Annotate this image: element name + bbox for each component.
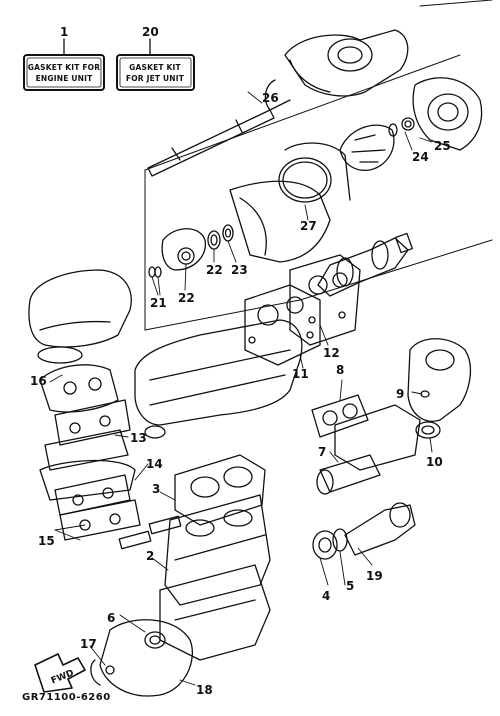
kit-engine-unit: 1 GASKET KIT FOR ENGINE UNIT [23, 25, 105, 91]
callout-21: 21 [150, 296, 167, 310]
callout-10: 10 [426, 455, 443, 469]
callout-17: 17 [80, 637, 97, 651]
crankcase [159, 564, 271, 661]
callout-numbers: 26 24 25 27 22 23 22 21 11 12 8 9 10 7 1… [30, 91, 451, 697]
callout-24: 24 [412, 150, 429, 164]
callout-23: 23 [231, 263, 248, 277]
callout-11: 11 [292, 367, 309, 381]
crankshaft [317, 232, 414, 297]
exhaust-pipe [316, 404, 421, 495]
callout-12: 12 [323, 346, 340, 360]
output-shaft-seals [312, 502, 416, 560]
callout-26: 26 [262, 91, 279, 105]
exhaust-elbow-right [407, 338, 472, 439]
exhaust-chamber [134, 319, 303, 439]
exhaust-elbow [28, 269, 132, 364]
forward-badge-text: FWD [50, 668, 76, 686]
intake-duct [229, 142, 351, 263]
jet-unit-boundary [144, 0, 493, 331]
forward-direction-arrow-icon: FWD [34, 653, 86, 693]
kit-engine-unit-line-1: GASKET KIT FOR [28, 63, 100, 72]
callout-19: 19 [366, 569, 383, 583]
callout-14: 14 [146, 457, 163, 471]
callout-16: 16 [30, 374, 47, 388]
callout-7: 7 [318, 445, 326, 459]
drive-shaft [147, 109, 275, 177]
callout-25: 25 [434, 139, 451, 153]
kit-jet-unit-line-1: GASKET KIT [129, 63, 181, 72]
intake-manifold-stack [39, 364, 141, 541]
kit-jet-unit-line-2: FOR JET UNIT [126, 74, 185, 83]
callout-13: 13 [130, 431, 147, 445]
reed-valves [118, 515, 182, 550]
jet-pump-housing [264, 29, 409, 111]
kit-jet-unit: 20 GASKET KIT FOR JET UNIT [116, 25, 195, 91]
callout-15: 15 [38, 534, 55, 548]
callout-8: 8 [336, 363, 344, 377]
callout-2: 2 [146, 549, 154, 563]
head-gasket [311, 394, 369, 438]
callout-4: 4 [322, 589, 330, 603]
callout-9: 9 [396, 387, 404, 401]
callout-5: 5 [346, 579, 354, 593]
callout-22a: 22 [206, 263, 223, 277]
drawing-code: GR71100-6260 [22, 692, 111, 703]
impeller [339, 117, 415, 171]
manifold-gasket [289, 254, 361, 346]
callout-27: 27 [300, 219, 317, 233]
kit-engine-unit-line-2: ENGINE UNIT [36, 74, 94, 83]
callout-3: 3 [152, 482, 160, 496]
callout-18: 18 [196, 683, 213, 697]
flywheel-cover [90, 619, 193, 697]
nozzle-housing [412, 77, 483, 151]
leader-lines [49, 91, 433, 686]
cylinder-block [164, 494, 271, 606]
callout-22b: 22 [178, 291, 195, 305]
kit-jet-unit-number: 20 [142, 25, 159, 39]
callout-6: 6 [107, 611, 115, 625]
kit-engine-unit-number: 1 [60, 25, 68, 39]
